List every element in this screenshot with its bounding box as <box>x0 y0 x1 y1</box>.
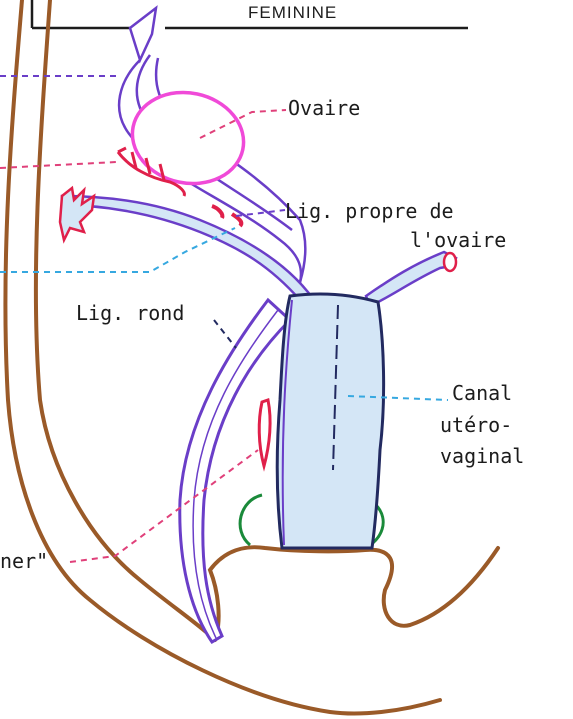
urogenital-sinus-line <box>210 547 498 640</box>
label-gartner-partial: ner" <box>0 549 48 573</box>
label-lig-propre-line1: Lig. propre de <box>285 199 454 223</box>
gartner-duct <box>259 400 270 466</box>
ovary-shape <box>124 82 252 193</box>
title-box: FEMININE <box>32 0 468 28</box>
label-ovaire: Ovaire <box>288 96 360 120</box>
label-canal-line1: Canal <box>452 381 512 405</box>
label-lig-propre-line2: l'ovaire <box>410 228 506 252</box>
utero-vaginal-canal <box>277 294 383 548</box>
leader-epoophoron <box>0 162 116 168</box>
round-ligament <box>180 300 290 642</box>
leader-lig-rond <box>214 320 236 348</box>
label-canal-line3: vaginal <box>440 444 524 468</box>
label-lig-rond: Lig. rond <box>76 301 184 325</box>
leader-gartner <box>70 450 258 562</box>
label-canal-line2: utéro- <box>440 413 512 437</box>
diagram-title: FEMININE <box>248 3 337 22</box>
